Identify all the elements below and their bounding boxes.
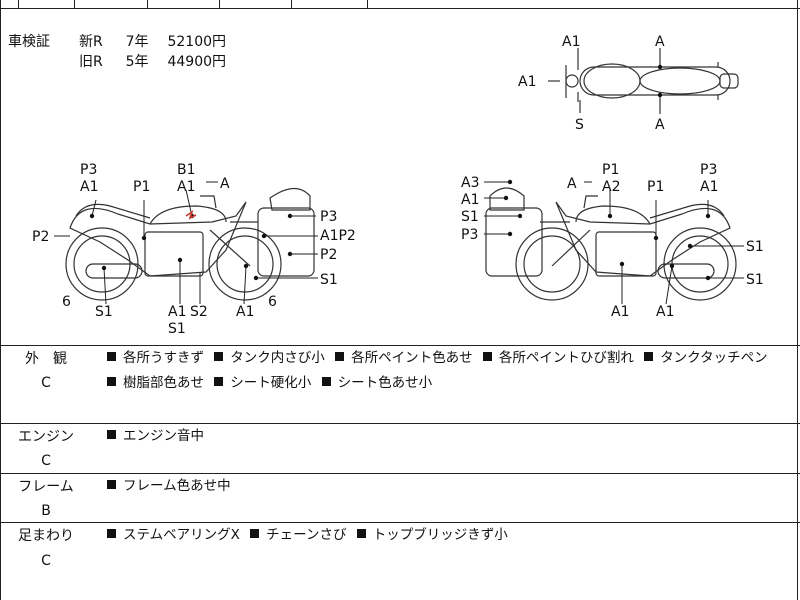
old-price: 44900円 xyxy=(167,54,227,70)
mark-right-s1-lower: S1 xyxy=(746,272,764,288)
new-years: 7年 xyxy=(125,34,149,50)
mark-left-b1: B1 xyxy=(177,162,196,178)
square-bullet-icon xyxy=(107,352,116,361)
registration-new-row: 新R 7年 52100円 xyxy=(79,32,226,52)
list-item: シート硬化小 xyxy=(214,375,311,391)
mark-left-p1: P1 xyxy=(133,179,150,195)
mark-right-a3: A3 xyxy=(461,175,479,191)
mark-left-a1-tail: A1 xyxy=(80,179,98,195)
section-suspension-name: 足まわり xyxy=(18,528,74,544)
header-strip xyxy=(0,0,800,9)
square-bullet-icon xyxy=(321,377,331,386)
section-engine-name: エンジン xyxy=(18,429,74,445)
mark-left-a: A xyxy=(220,176,230,192)
registration-block: 車検証 xyxy=(8,32,50,52)
square-bullet-icon xyxy=(107,377,116,386)
registration-label: 車検証 xyxy=(8,34,50,50)
mark-left-s1-front: S1 xyxy=(320,272,338,288)
mark-right-a2: A2 xyxy=(602,179,620,195)
divider xyxy=(0,522,800,523)
list-item: エンジン音中 xyxy=(107,428,204,444)
square-bullet-icon xyxy=(356,529,366,538)
square-bullet-icon xyxy=(214,377,224,386)
list-item: タンクタッチペン xyxy=(644,350,768,366)
list-item: 各所うすきず xyxy=(107,350,204,366)
mark-top-a1-front: A1 xyxy=(562,34,580,50)
registration-old-row: 旧R 5年 44900円 xyxy=(79,52,226,72)
mark-right-a: A xyxy=(567,176,577,192)
list-item: シート色あせ小 xyxy=(321,375,432,391)
square-bullet-icon xyxy=(482,352,492,361)
mark-right-a1-tail: A1 xyxy=(700,179,718,195)
mark-dots xyxy=(89,64,711,281)
mark-right-p1-tank: P1 xyxy=(602,162,619,178)
new-type: 新R xyxy=(79,34,103,50)
square-bullet-icon xyxy=(107,529,116,538)
list-item: 各所ペイント色あせ xyxy=(335,350,473,366)
mark-top-a-upper: A xyxy=(655,34,665,50)
mark-left-a1-engine: A1 xyxy=(168,304,186,320)
divider xyxy=(0,473,800,474)
mark-left-a1-tank: A1 xyxy=(177,179,195,195)
square-bullet-icon xyxy=(107,480,116,489)
section-suspension-items: ステムベアリングX チェーンさび トップブリッジきず小 xyxy=(107,523,797,548)
mark-left-6-front: 6 xyxy=(268,294,277,310)
square-bullet-icon xyxy=(250,529,260,538)
mark-right-a1-engine: A1 xyxy=(611,304,629,320)
mark-top-a1-left: A1 xyxy=(518,74,536,90)
list-item: ステムベアリングX xyxy=(107,527,240,543)
section-engine-grade: C xyxy=(41,453,51,469)
square-bullet-icon xyxy=(107,430,116,439)
divider xyxy=(0,345,800,346)
section-exterior-items: 各所うすきず タンク内さび小 各所ペイント色あせ 各所ペイントひび割れ タンクタ… xyxy=(107,346,797,396)
mark-left-p2-rear: P2 xyxy=(32,229,49,245)
section-exterior-name: 外 観 xyxy=(25,351,67,367)
mark-left-s1-rear: S1 xyxy=(95,304,113,320)
old-years: 5年 xyxy=(125,54,149,70)
divider xyxy=(0,423,800,424)
new-price: 52100円 xyxy=(167,34,227,50)
square-bullet-icon xyxy=(214,352,224,361)
mark-right-p3-cowl: P3 xyxy=(461,227,478,243)
section-engine-items: エンジン音中 xyxy=(107,424,797,449)
mark-right-a1-muffler: A1 xyxy=(656,304,674,320)
right-side-motorcycle xyxy=(485,187,737,301)
mark-right-p3-tail: P3 xyxy=(700,162,717,178)
mark-left-p3-cowl: P3 xyxy=(320,209,337,225)
list-item: 樹脂部色あせ xyxy=(107,375,204,391)
mark-left-p3: P3 xyxy=(80,162,97,178)
square-bullet-icon xyxy=(335,352,345,361)
motorcycle-condition-diagram: A1 A A1 S A P3 A1 P1 B1 A1 A P2 P3 A1P2 … xyxy=(32,34,764,337)
mark-left-a1p2: A1P2 xyxy=(320,228,356,244)
list-item: 各所ペイントひび割れ xyxy=(482,350,634,366)
old-type: 旧R xyxy=(79,54,103,70)
mark-right-a1: A1 xyxy=(461,192,479,208)
mark-left-p2-front: P2 xyxy=(320,247,337,263)
square-bullet-icon xyxy=(644,352,654,361)
section-suspension-grade: C xyxy=(41,553,51,569)
mark-left-s2: S2 xyxy=(190,304,208,320)
section-exterior-grade: C xyxy=(41,375,51,391)
list-item: トップブリッジきず小 xyxy=(356,527,508,543)
list-item: タンク内さび小 xyxy=(214,350,325,366)
section-frame-name: フレーム xyxy=(18,479,74,495)
section-frame-items: フレーム色あせ中 xyxy=(107,474,797,499)
list-item: チェーンさび xyxy=(250,527,346,543)
mark-left-6-rear: 6 xyxy=(62,294,71,310)
mark-top-a-lower: A xyxy=(655,117,665,133)
mark-right-s1-upper: S1 xyxy=(746,239,764,255)
top-view-motorcycle xyxy=(548,48,739,114)
list-item: フレーム色あせ中 xyxy=(107,478,231,494)
mark-left-a1-wheel: A1 xyxy=(236,304,254,320)
section-frame-grade: B xyxy=(41,503,51,519)
mark-left-s1-engine: S1 xyxy=(168,321,186,337)
mark-right-p1-side: P1 xyxy=(647,179,664,195)
mark-top-s: S xyxy=(575,117,584,133)
mark-right-s1-cowl: S1 xyxy=(461,209,479,225)
